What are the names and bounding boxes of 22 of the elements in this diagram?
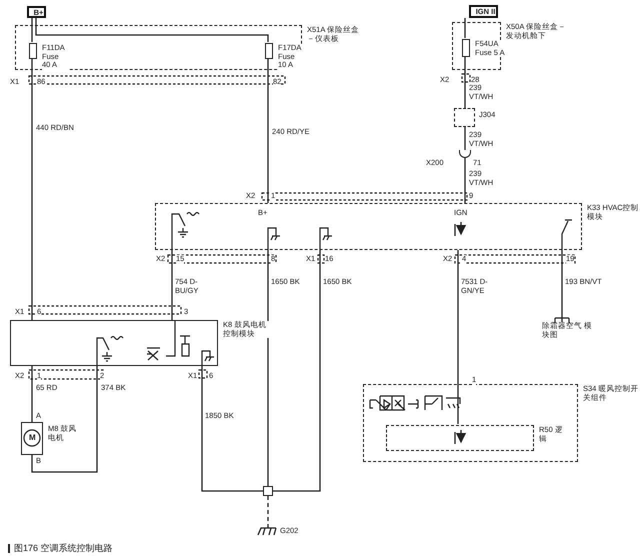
wire xyxy=(464,158,466,203)
wire xyxy=(31,366,98,473)
wire xyxy=(273,250,321,492)
splice-symbol xyxy=(263,486,273,496)
wire xyxy=(31,366,33,422)
wire xyxy=(561,250,563,322)
wire xyxy=(464,56,466,108)
wire xyxy=(201,366,263,492)
wire xyxy=(464,18,466,38)
wire xyxy=(31,18,33,42)
wire xyxy=(171,250,173,320)
power-terminal-box xyxy=(27,6,46,18)
wire xyxy=(31,58,33,320)
wire xyxy=(267,250,269,486)
wire xyxy=(267,496,269,523)
wire xyxy=(267,58,269,203)
wire xyxy=(35,18,269,42)
caption: 图176 空调系统控制电路 xyxy=(8,544,113,552)
wire xyxy=(464,127,466,150)
motor-label: M xyxy=(29,434,36,442)
wire xyxy=(457,250,459,424)
power-terminal-box xyxy=(469,5,498,18)
